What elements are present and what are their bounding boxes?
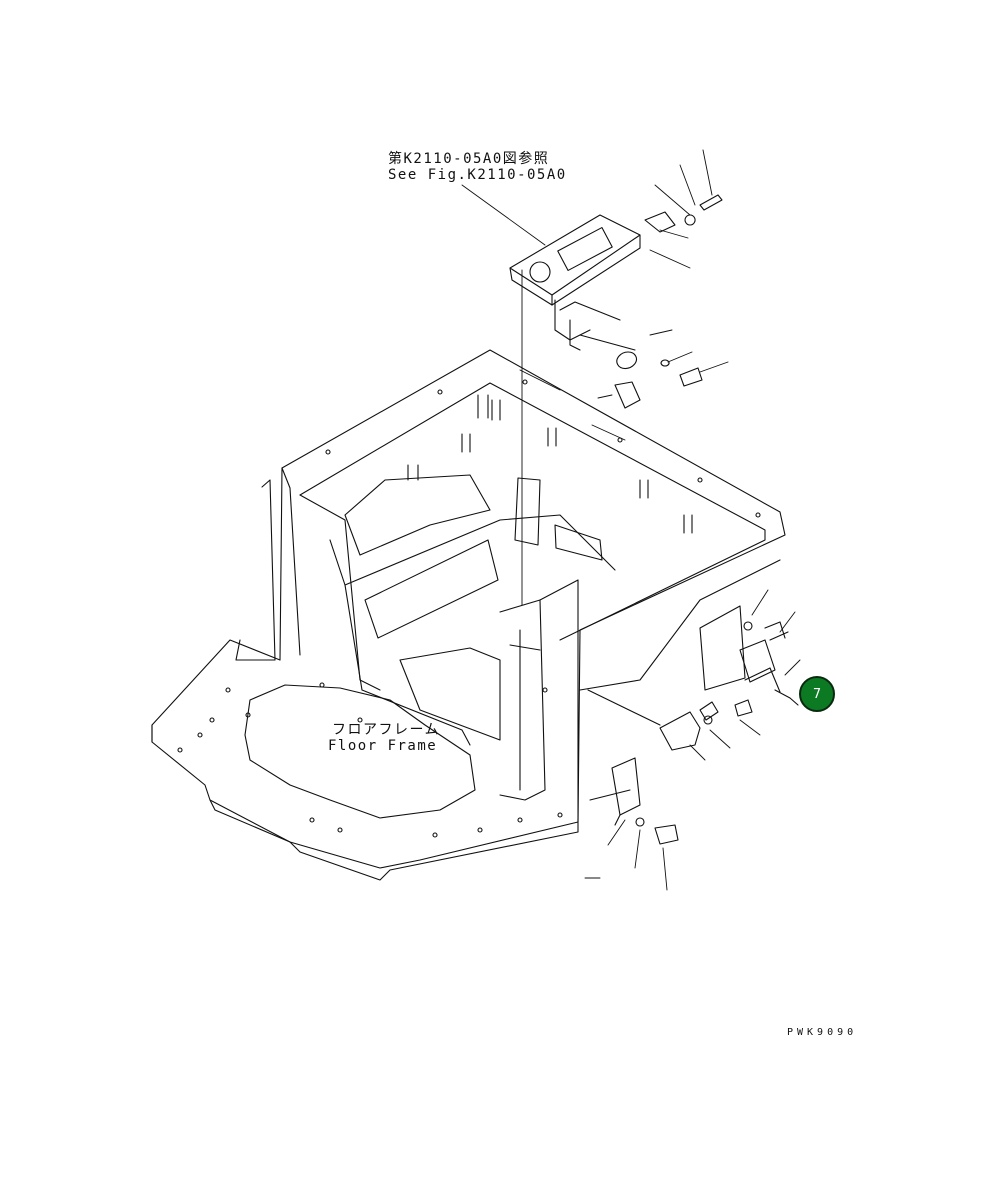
switch-assembly (699, 605, 799, 721)
lower-bracket (611, 757, 679, 845)
floor-frame-label-en: Floor Frame (328, 738, 438, 754)
drawing-code: PWK9090 (787, 1027, 858, 1038)
bracket-hardware-top (614, 194, 723, 409)
reference-label-en: See Fig.K2110-05A0 (388, 167, 567, 183)
floor-frame-label-jp: フロアフレーム (332, 722, 441, 738)
buzzer-assembly (587, 689, 713, 751)
part-callout-7[interactable]: 7 (799, 676, 835, 712)
control-box-assembly (509, 214, 641, 351)
leader-lines (461, 149, 801, 891)
reference-label-jp: 第K2110-05A0図参照 (388, 151, 550, 167)
floor-frame (151, 349, 786, 881)
